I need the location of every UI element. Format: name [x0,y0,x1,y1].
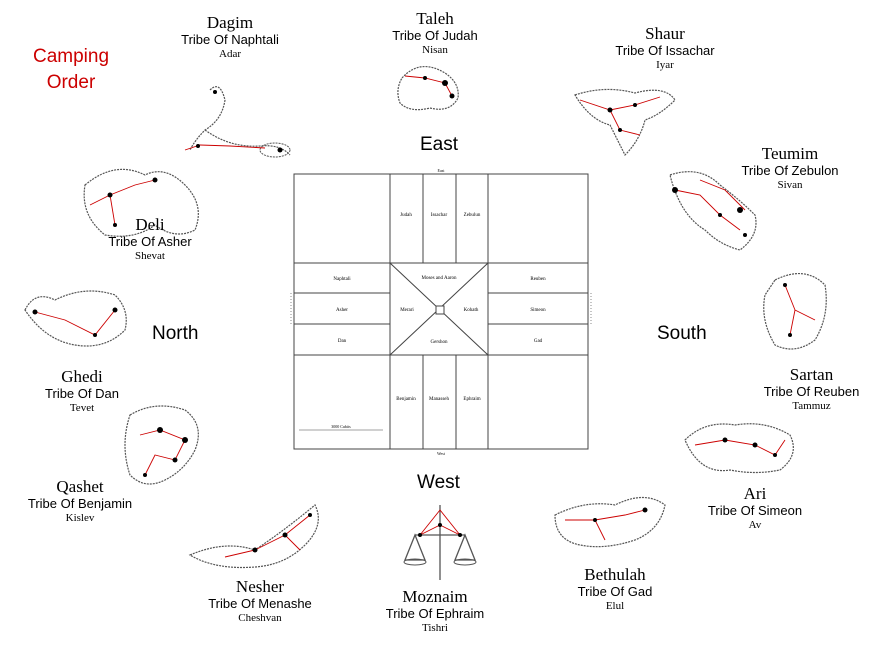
archer-figure [124,405,199,485]
camp-west-2: Manasseh [429,397,449,402]
camp-center-right: Kohath [464,308,479,313]
crab-figure [763,273,827,350]
camp-north-2: Asher [336,308,348,313]
constellation-qashet: Qashet Tribe Of Benjamin Kislev [10,478,150,525]
constellation-name: Shaur [645,24,685,43]
constellation-tribe: Tribe Of Zebulon [741,163,839,178]
constellation-taleh: Taleh Tribe Of Judah Nisan [375,10,495,57]
camp-south-3: Gad [534,339,543,344]
lion-figure [684,423,794,474]
constellation-tribe: Tribe Of Dan [45,386,119,401]
constellation-month: Iyar [656,59,674,71]
constellation-month: Elul [605,600,625,612]
constellation-tribe: Tribe Of Judah [392,28,478,43]
constellation-tribe: Tribe Of Simeon [707,503,803,518]
camp-top-label: East [438,168,446,173]
camp-east-3: Zebulun [464,213,481,218]
constellation-name: Nesher [235,577,285,596]
water-bearer-figure [83,168,199,237]
constellation-month: Kislev [65,512,95,524]
constellation-name: Taleh [416,9,454,28]
constellation-month: Tishri [422,622,448,634]
goat-figure [24,290,127,347]
constellation-month: Av [748,519,762,531]
constellation-dagim: Dagim Tribe Of Naphtali Adar [170,14,290,61]
constellation-nesher: Nesher Tribe Of Menashe Cheshvan [195,578,325,625]
constellation-name: Dagim [206,13,254,32]
constellation-month: Sivan [777,179,803,191]
direction-east: East [420,134,459,155]
constellation-name: Bethulah [584,565,646,584]
constellation-tribe: Tribe Of Menashe [208,596,312,611]
camp-center-bottom: Gershon [431,340,448,345]
constellation-name: Moznaim [402,587,468,606]
constellation-name: Ghedi [61,367,103,386]
constellation-month: Nisan [422,44,448,56]
constellation-month: Tammuz [792,400,831,412]
constellation-name: Ari [743,484,767,503]
constellation-moznaim: Moznaim Tribe Of Ephraim Tishri [370,588,500,635]
constellation-name: Teumim [761,144,819,163]
constellation-month: Adar [219,48,241,60]
constellation-tribe: Tribe Of Ephraim [385,606,485,621]
camp-center-top: Moses and Aaron [422,276,457,281]
constellation-month: Cheshvan [238,612,282,624]
camp-south-2: Simeon [530,308,546,313]
constellation-teumim: Teumim Tribe Of Zebulon Sivan [725,145,855,192]
camp-north-3: Dan [338,339,347,344]
constellation-tribe: Tribe Of Naphtali [181,32,279,47]
camp-south-1: Reuben [530,277,546,282]
constellation-tribe: Tribe Of Gad [577,584,653,599]
constellation-name: Qashet [56,477,104,496]
direction-north: North [152,323,199,344]
ram-figure [397,66,459,111]
constellation-sartan: Sartan Tribe Of Reuben Tammuz [750,366,873,413]
diagram-title: Camping Order [32,44,110,96]
bull-figure [574,88,676,157]
camp-bottom-label: West [437,451,446,456]
direction-south: South [657,323,707,344]
title-line-1: Camping [32,46,110,67]
constellation-tribe: Tribe Of Issachar [615,43,715,58]
constellation-ari: Ari Tribe Of Simeon Av [695,485,815,532]
constellation-tribe: Tribe Of Reuben [763,384,860,399]
camp-plan: East West 3000 Cubits Judah Issachar Zeb… [290,168,592,456]
virgin-figure [554,496,666,548]
title-line-2: Order [46,72,96,93]
camp-west-1: Benjamin [396,397,416,402]
scales-figure [403,505,477,580]
constellation-month: Tevet [69,402,95,414]
constellation-bethulah: Bethulah Tribe Of Gad Elul [555,566,675,613]
fish-figure [184,86,291,158]
constellation-month: Shevat [135,250,165,262]
camp-center-left: Merari [400,308,414,313]
constellation-tribe: Tribe Of Benjamin [27,496,133,511]
scale-label: 3000 Cubits [331,424,351,429]
direction-west: West [417,472,460,493]
constellation-shaur: Shaur Tribe Of Issachar Iyar [600,25,730,72]
eagle-figure [188,504,319,569]
camp-north-1: Naphtali [333,277,351,282]
constellation-name: Deli [135,215,165,234]
constellation-name: Sartan [789,365,834,384]
twins-figure [669,171,757,251]
camp-east-1: Judah [400,213,412,218]
constellation-ghedi: Ghedi Tribe Of Dan Tevet [22,368,142,415]
camp-east-2: Issachar [431,213,448,218]
constellation-deli: Deli Tribe Of Asher Shevat [90,216,210,263]
constellation-tribe: Tribe Of Asher [108,234,192,249]
camp-west-3: Ephraim [463,397,480,402]
